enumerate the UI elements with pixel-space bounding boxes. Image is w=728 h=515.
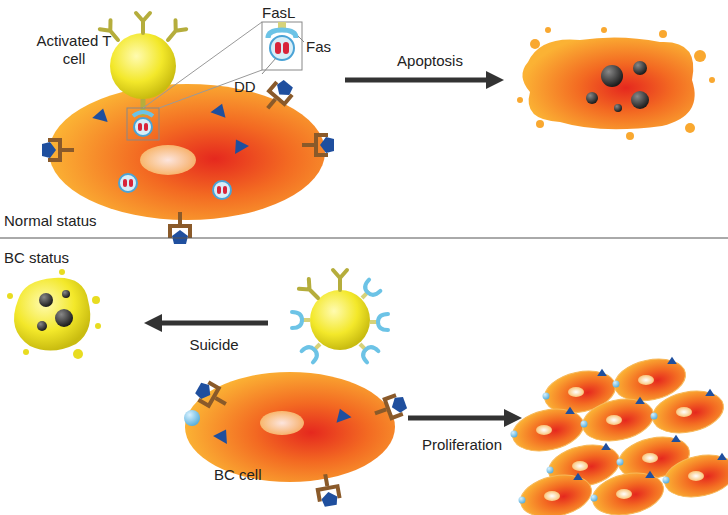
bc-cell [517, 469, 596, 515]
nucleus [688, 471, 704, 481]
marker [651, 413, 658, 420]
marker [543, 393, 550, 400]
marker [547, 467, 554, 474]
nucleus [536, 425, 552, 435]
receptor [601, 443, 611, 450]
bc-cell [185, 372, 395, 482]
label: Apoptosis [397, 52, 463, 70]
marker [511, 431, 518, 438]
label: BC status [4, 249, 69, 267]
label: Activated T cell [30, 32, 118, 68]
t-cell [110, 33, 176, 99]
nucleus [638, 375, 654, 385]
marker [581, 421, 588, 428]
receptor [671, 435, 681, 442]
inset-box [262, 22, 302, 70]
dead-t-cell [14, 278, 90, 351]
receptor [565, 407, 575, 414]
nucleus [572, 461, 588, 471]
nucleus [544, 491, 560, 501]
nucleus [568, 387, 584, 397]
bc-cell [661, 449, 728, 503]
receptor [573, 473, 583, 480]
receptor [635, 397, 645, 404]
label: FasL [262, 4, 295, 22]
marker [663, 477, 670, 484]
nucleus [606, 415, 622, 425]
receptor [705, 389, 715, 396]
nucleus [676, 407, 692, 417]
label: Fas [306, 38, 331, 56]
marker [613, 381, 620, 388]
nucleus [642, 453, 658, 463]
nucleus [616, 489, 632, 499]
bc-cell [589, 467, 668, 515]
cell-cluster [509, 353, 728, 515]
label: Suicide [189, 336, 238, 354]
receptor [667, 357, 677, 364]
receptor [645, 471, 655, 478]
label: BC cell [214, 466, 262, 484]
marker [591, 495, 598, 502]
marker [519, 497, 526, 504]
label: DD [234, 78, 256, 96]
bc-cell [649, 385, 728, 439]
label: Normal status [4, 212, 97, 230]
receptor [597, 369, 607, 376]
receptor [717, 453, 727, 460]
marker [617, 459, 624, 466]
bc-cell [579, 393, 658, 447]
label: Proliferation [422, 436, 502, 454]
apoptotic-cell [522, 37, 694, 129]
